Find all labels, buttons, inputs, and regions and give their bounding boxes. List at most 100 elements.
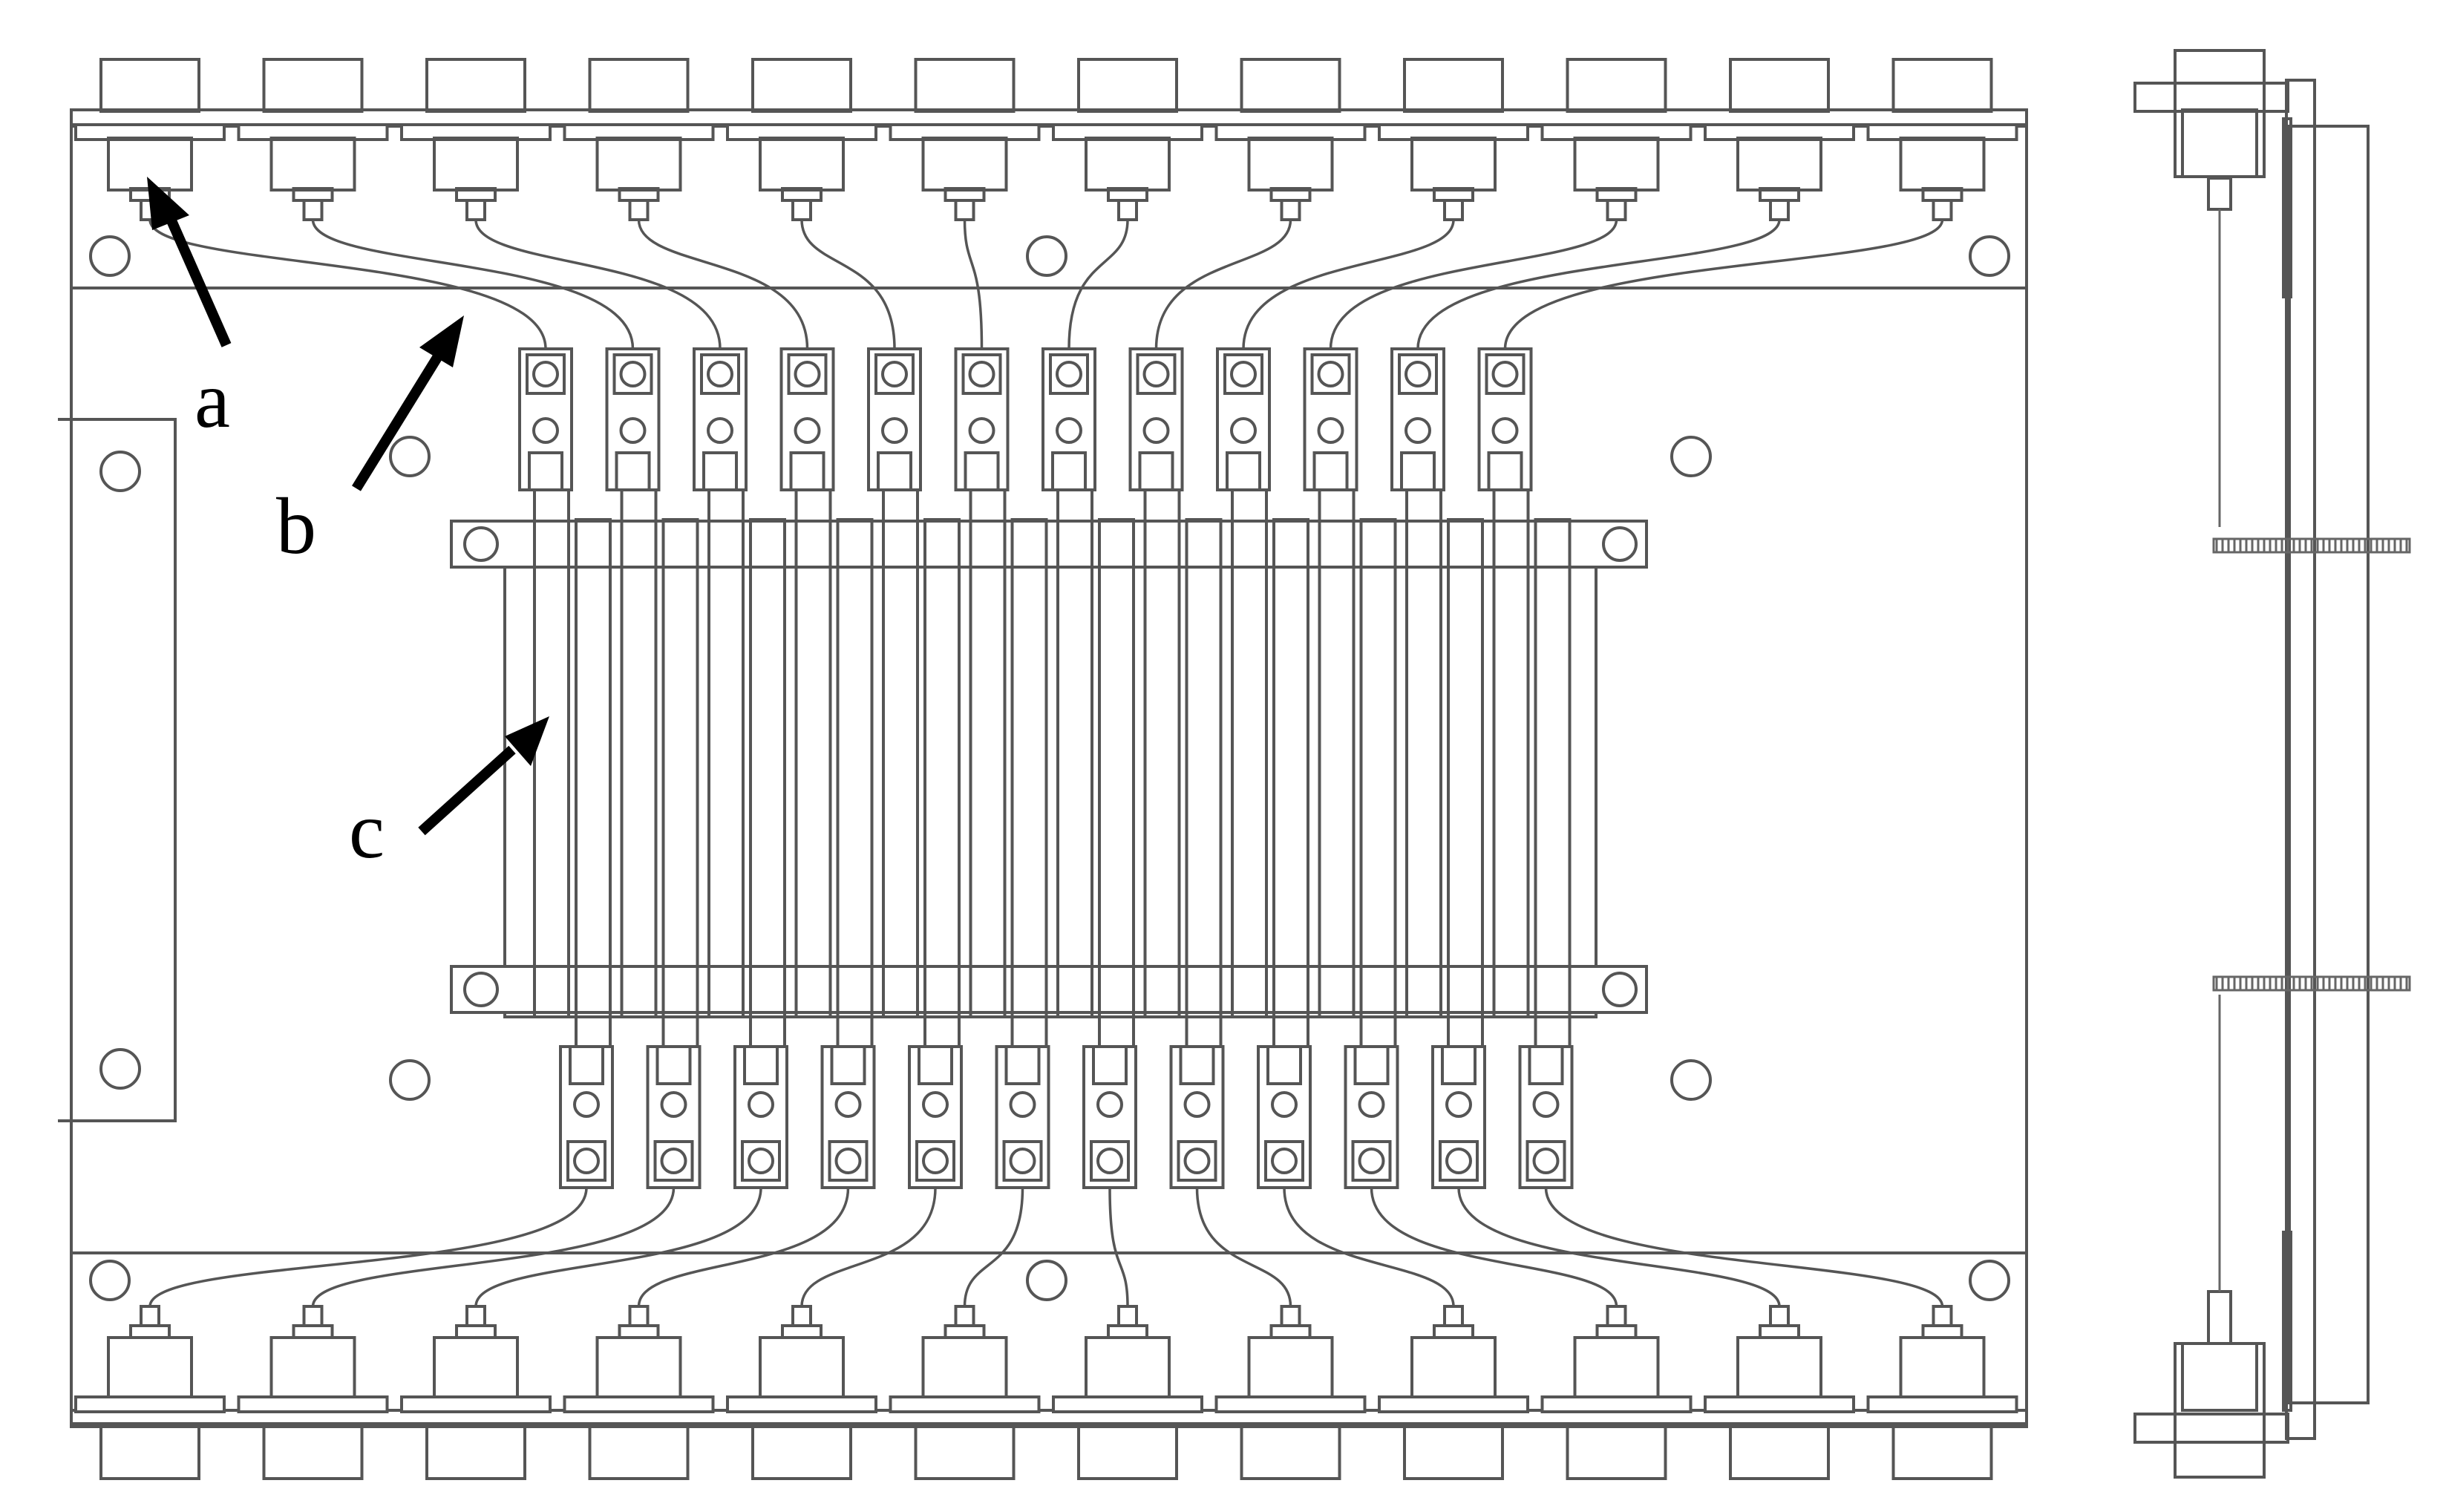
mounting-hole: [99, 451, 141, 492]
top-connector: [237, 58, 389, 221]
lower-clamp: [1518, 1045, 1574, 1189]
cable-top: [1503, 219, 1944, 350]
upper-clamp-blocks: [518, 347, 1533, 491]
upper-clamp: [1303, 347, 1358, 491]
cable-top: [1242, 219, 1455, 350]
top-connector: [563, 58, 715, 221]
top-connector: [1378, 58, 1529, 221]
upper-clamp: [605, 347, 661, 491]
cable-bottom: [1108, 1187, 1129, 1307]
upper-clamp: [1041, 347, 1096, 491]
cable-bottom: [148, 1187, 588, 1307]
top-connector: [726, 58, 877, 221]
cable-top: [311, 219, 635, 350]
bottom-connector: [889, 1305, 1041, 1480]
upper-clamp: [954, 347, 1010, 491]
mounting-hole: [99, 1048, 141, 1090]
cable-top: [1416, 219, 1781, 350]
lower-clamp: [820, 1045, 876, 1189]
top-connector: [400, 58, 552, 221]
lower-clamp: [908, 1045, 963, 1189]
bottom-connector: [1866, 1305, 2018, 1480]
cable-bottom: [311, 1187, 676, 1307]
bottom-connector: [74, 1305, 226, 1480]
cable-top: [1329, 219, 1618, 350]
mounting-hole: [389, 1059, 431, 1101]
upper-clamp: [518, 347, 573, 491]
cable-top: [963, 219, 984, 350]
cable-bottom: [1457, 1187, 1781, 1307]
top-connector: [1866, 58, 2018, 221]
lower-clamp: [995, 1045, 1050, 1189]
bottom-connector: [1378, 1305, 1529, 1480]
top-connector: [1214, 58, 1367, 221]
cable-bottom: [637, 1187, 850, 1307]
top-connector: [1704, 58, 1855, 221]
mounting-hole: [89, 1260, 131, 1301]
top-connector: [1540, 58, 1693, 221]
upper-clamp: [1390, 347, 1445, 491]
upper-clamp: [693, 347, 748, 491]
cables: [148, 219, 1944, 1307]
bottom-connector: [1704, 1305, 1855, 1480]
lower-clamp: [559, 1045, 614, 1189]
cable-top: [1067, 219, 1129, 350]
upper-clamp: [779, 347, 835, 491]
mounting-hole: [1969, 1260, 2010, 1301]
mounting-holes: [89, 235, 2010, 1301]
top-connector-rail: [70, 108, 2028, 128]
bottom-connector: [237, 1305, 389, 1480]
bottom-connector: [400, 1305, 552, 1480]
bottom-connector-rail: [70, 1409, 2028, 1428]
upper-clamp: [1477, 347, 1533, 491]
main-plate: [58, 123, 2028, 1425]
cable-bottom: [1544, 1187, 1944, 1307]
top-connectors: [74, 58, 2018, 221]
lower-clamp: [1082, 1045, 1137, 1189]
label-b: b: [276, 482, 316, 571]
cable-top: [1154, 219, 1292, 350]
lower-clamp: [646, 1045, 702, 1189]
cable-bottom: [1283, 1187, 1455, 1307]
bottom-connector: [726, 1305, 877, 1480]
mounting-hole: [1670, 436, 1712, 477]
top-connector: [889, 58, 1041, 221]
upper-clamp: [1216, 347, 1271, 491]
upper-clamp: [1128, 347, 1184, 491]
bottom-connector: [1540, 1305, 1693, 1480]
mounting-hole: [1969, 235, 2010, 277]
cable-bottom: [1195, 1187, 1292, 1307]
cable-top: [148, 219, 547, 350]
side-view: [2133, 49, 2411, 1479]
mounting-hole: [1670, 1059, 1712, 1101]
mounting-hole: [89, 235, 131, 277]
cable-top: [474, 219, 722, 350]
arrow-b: [352, 315, 464, 491]
lower-clamp-blocks: [559, 1045, 1574, 1189]
cable-bottom: [1370, 1187, 1618, 1307]
bottom-connector: [563, 1305, 715, 1480]
bottom-connectors: [74, 1305, 2018, 1480]
mounting-hole: [1026, 235, 1067, 277]
label-a: a: [194, 356, 230, 445]
mounting-hole: [389, 436, 431, 477]
lower-clamp: [1431, 1045, 1486, 1189]
resonator-frame: [450, 520, 1648, 1018]
lower-clamp: [1344, 1045, 1399, 1189]
cable-bottom: [474, 1187, 762, 1307]
bottom-connector: [1214, 1305, 1367, 1480]
lower-clamp: [1257, 1045, 1312, 1189]
arrow-a: [147, 177, 232, 347]
mounting-hole: [1026, 1260, 1067, 1301]
cable-top: [800, 219, 896, 350]
arrow-c: [418, 716, 549, 836]
lower-clamp: [733, 1045, 788, 1189]
upper-clamp: [867, 347, 922, 491]
top-connector: [1052, 58, 1203, 221]
cable-bottom: [800, 1187, 937, 1307]
bottom-connector: [1052, 1305, 1203, 1480]
cable-top: [637, 219, 809, 350]
label-c: c: [349, 787, 385, 875]
lower-clamp: [1169, 1045, 1225, 1189]
